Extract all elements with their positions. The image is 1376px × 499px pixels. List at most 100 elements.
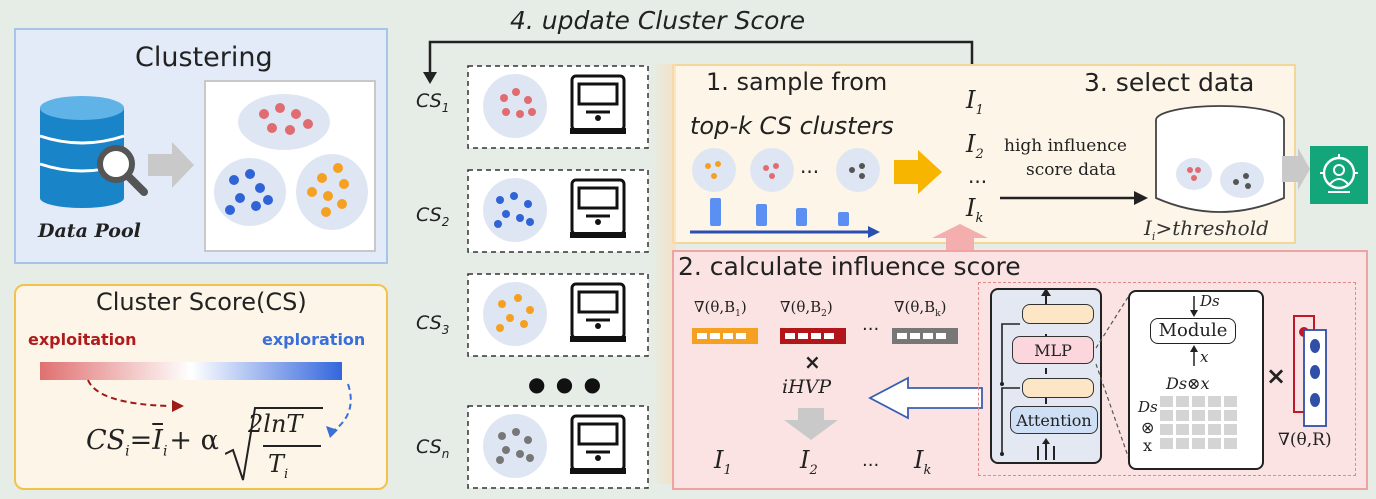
threshold-condition: Ii>threshold xyxy=(1144,216,1269,243)
sample-ellipsis: ... xyxy=(800,154,820,178)
formula-ibar-sub: i xyxy=(162,443,168,460)
output-ik-text: I xyxy=(914,446,924,474)
module-x-label: x xyxy=(1200,348,1209,366)
cs-label-2-sub: 2 xyxy=(441,214,450,229)
data-pool-label: Data Pool xyxy=(38,220,141,242)
clustering-title: Clustering xyxy=(135,42,273,73)
selected-data-cylinder xyxy=(1155,105,1285,213)
ihvp-label: iHVP xyxy=(782,376,832,398)
cs-label-1-sub: 1 xyxy=(441,100,450,115)
grad-b2-sub: 2 xyxy=(821,309,827,319)
threshold-i-sub: i xyxy=(1151,230,1156,243)
formula-lhs-sub: i xyxy=(125,443,130,460)
update-score-label: 4. update Cluster Score xyxy=(510,6,806,35)
sampled-clusters xyxy=(690,148,880,238)
cs-label-3-sub: 3 xyxy=(441,322,450,337)
slot-machine-icon-n xyxy=(570,414,626,474)
norm-layer-bottom xyxy=(1022,378,1094,398)
clustering-arrow xyxy=(148,142,194,188)
grad-b2-text: ∇(θ,B xyxy=(780,298,822,316)
cs-label-3: CS3 xyxy=(416,312,449,337)
output-i1-text: I xyxy=(714,446,724,474)
hollow-left-arrow xyxy=(868,376,983,420)
model-detail-area xyxy=(978,282,1356,476)
influence-i1-text: I xyxy=(966,86,976,114)
output-i2-text: I xyxy=(800,446,810,474)
times-right: × xyxy=(1266,362,1287,390)
otimes-left: ⊗ xyxy=(1141,418,1155,437)
reference-vectors xyxy=(1293,315,1327,427)
formula-den: T xyxy=(268,450,285,478)
grad-b1-close: ) xyxy=(740,298,747,316)
score-dashed-arrows xyxy=(87,379,352,438)
cluster-score-formula: CSi=Ii+ α xyxy=(86,426,219,466)
cluster-score-panel xyxy=(14,284,388,490)
module-box: Module xyxy=(1150,318,1236,344)
influence-ik-text: I xyxy=(966,194,976,222)
influence-ik: Ik xyxy=(966,194,983,226)
grad-bk-text: ∇(θ,B xyxy=(894,298,936,316)
module-ds-top: Ds xyxy=(1200,292,1220,310)
exploration-label: exploration xyxy=(262,330,366,349)
update-score-arrow xyxy=(423,40,974,84)
calculate-title: 2. calculate influence score xyxy=(678,252,1021,281)
output-ik-sub: k xyxy=(923,462,932,478)
grad-bk-sub: k xyxy=(935,309,941,319)
zoom-lines xyxy=(1095,293,1131,463)
influence-i2-sub: 2 xyxy=(975,146,984,162)
times-symbol: × xyxy=(804,350,821,374)
norm-layer-top xyxy=(1022,304,1094,324)
threshold-rest: >threshold xyxy=(1155,216,1269,240)
influence-i1: I1 xyxy=(966,86,984,118)
cs-label-1-text: CS xyxy=(416,90,442,112)
grad-b1-text: ∇(θ,B xyxy=(694,298,736,316)
magnifier-icon xyxy=(97,145,148,196)
output-i2: I2 xyxy=(800,446,818,478)
gradient-vectors xyxy=(692,328,958,344)
cs-label-n: CSn xyxy=(416,436,449,461)
ds-left-label: Ds xyxy=(1138,398,1158,416)
grad-b1-label: ∇(θ,B1) xyxy=(694,298,747,319)
select-arrow xyxy=(1000,191,1148,205)
slot-machine-icon-3 xyxy=(570,282,626,342)
sample-title-line1: 1. sample from xyxy=(706,68,888,96)
cs-label-3-text: CS xyxy=(416,312,442,334)
formula-denominator: Ti xyxy=(268,450,288,482)
attention-layer: Attention xyxy=(1010,406,1098,434)
matrix-grid xyxy=(1160,396,1237,449)
exploitation-label: exploitation xyxy=(28,330,137,349)
transformer-wiring xyxy=(1000,288,1055,460)
influence-i2-text: I xyxy=(966,130,976,158)
slot-machine-icon-2 xyxy=(570,178,626,238)
sample-title-line2: top-k CS clusters xyxy=(690,112,894,140)
x-left-label: x xyxy=(1143,436,1153,455)
cs-cluster-boxes xyxy=(467,65,649,489)
output-arrow xyxy=(1282,148,1310,190)
influence-ellipsis: ... xyxy=(968,164,988,188)
cs-label-n-text: CS xyxy=(416,436,442,458)
cs-vertical-ellipsis: ● ● ● xyxy=(528,372,604,396)
influence-i1-sub: 1 xyxy=(975,102,984,118)
formula-eq: = xyxy=(129,425,153,456)
grad-bk-close: ) xyxy=(940,298,947,316)
high-influence-text-2: score data xyxy=(1026,160,1117,180)
cs-label-2-text: CS xyxy=(416,204,442,226)
clusters-illustration xyxy=(214,94,368,230)
formula-plus-alpha: + α xyxy=(169,425,219,456)
pink-up-arrow xyxy=(932,224,988,252)
mlp-layer: MLP xyxy=(1012,336,1094,364)
yellow-arrow xyxy=(894,150,942,194)
gray-down-arrow xyxy=(784,408,838,440)
grad-ellipsis: ... xyxy=(862,314,880,335)
grad-b1-sub: 1 xyxy=(735,309,741,319)
grad-b2-close: ) xyxy=(826,298,833,316)
formula-ibar: I xyxy=(152,425,163,456)
output-ellipsis: ... xyxy=(862,450,880,471)
formula-den-sub: i xyxy=(284,466,289,482)
score-gradient-bar xyxy=(40,362,342,380)
influence-ik-sub: k xyxy=(975,210,984,226)
module-arrows xyxy=(1190,296,1198,366)
select-title: 3. select data xyxy=(1084,68,1255,97)
slot-machine-icon-1 xyxy=(570,74,626,134)
threshold-i: I xyxy=(1144,216,1152,240)
